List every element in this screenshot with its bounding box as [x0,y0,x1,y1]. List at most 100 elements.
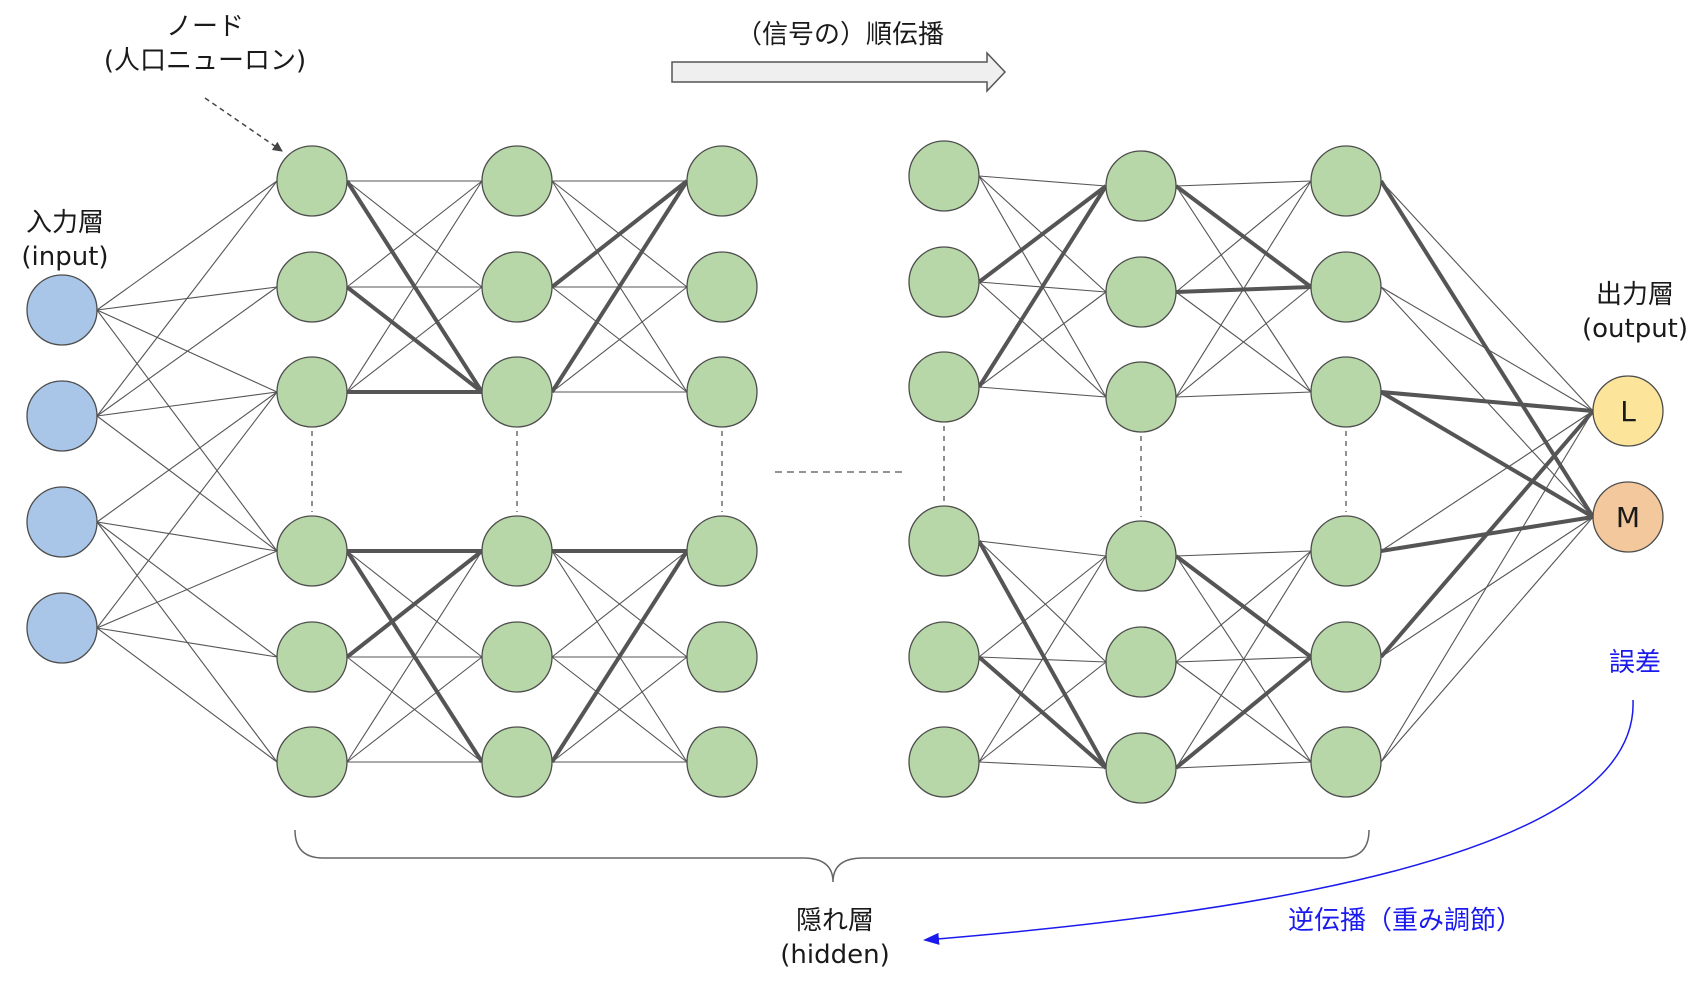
input-connection-line [96,180,278,417]
input-subtitle: (input) [21,242,109,272]
hidden-node [686,145,758,217]
strong-connection-line [1174,184,1313,289]
hidden-node [908,621,980,693]
node-label: ノード (人口ニューロン) [80,10,330,78]
connection-line [1380,516,1594,763]
hidden-node [686,621,758,693]
hidden-node [276,251,348,323]
hidden-node [481,356,553,428]
hidden-node [686,356,758,428]
output-node [1592,481,1664,553]
hidden-node [481,145,553,217]
connection-line [978,761,1107,769]
output-subtitle: (output) [1581,314,1689,344]
hidden-node [481,726,553,798]
hidden-node [1105,256,1177,328]
hidden-layers-brace [294,829,1370,883]
thin-connections [96,175,1594,769]
backprop-label: 逆伝播（重み調節） [1287,906,1522,936]
error-label: 誤差 [1608,648,1661,678]
strong-connection-line [1174,554,1313,659]
input-connection-line [96,286,278,417]
hidden-node [1105,150,1177,222]
connection-line [978,555,1107,658]
input-connection-line [96,309,278,552]
strong-connection-line [977,184,1108,389]
hidden-node [276,145,348,217]
input-connection-line [96,391,278,523]
strong-connection-line [345,179,484,394]
hidden-node [1105,361,1177,433]
connection-line [1380,180,1594,412]
strong-connection-line [550,179,689,394]
connection-line [978,175,1107,187]
hidden-node [686,515,758,587]
connection-line [551,550,688,658]
strong-connection-line [977,184,1108,284]
hidden-node [481,251,553,323]
hidden-node [908,505,980,577]
strong-connection-line [550,549,689,764]
connection-line [551,656,688,763]
strong-connection-line [977,540,1108,769]
strong-connection-line [345,549,484,659]
hidden-node [1310,251,1382,323]
backprop-arrow [923,699,1634,945]
input-connection-line [96,627,278,658]
connection-line [1380,410,1594,763]
strong-connection-line [1379,390,1595,519]
hidden-node [1105,626,1177,698]
forward-label: （信号の）順伝播 [735,20,944,50]
input-connection-line [96,180,278,311]
strong-connection-line [977,655,1108,770]
hidden-node [481,621,553,693]
hidden-node [908,140,980,212]
hidden-node [908,246,980,318]
output-node [1592,375,1664,447]
hidden-node [276,621,348,693]
input-layer-label: 入力層 (input) [10,206,120,274]
connection-line [978,540,1107,663]
hidden-title: 隠れ層 [795,906,874,936]
hidden-layer-label: 隠れ層 (hidden) [760,904,910,972]
input-connection-line [96,550,278,629]
hidden-subtitle: (hidden) [780,940,890,970]
nodes: LM [26,140,1664,804]
strong-connections [345,179,1595,770]
hidden-node [1310,145,1382,217]
input-node [26,592,98,664]
hidden-node [686,726,758,798]
connection-line [1175,286,1312,398]
connection-line [551,286,688,393]
connection-line [1175,550,1312,557]
input-connection-line [96,521,278,552]
hidden-node [908,726,980,798]
hidden-node [1310,621,1382,693]
connection-line [978,540,1107,557]
input-connection-line [96,415,278,552]
connection-line [1175,180,1312,187]
hidden-node [1310,726,1382,798]
strong-connection-line [1379,179,1595,519]
input-connection-line [96,627,278,763]
connection-line [1380,410,1594,552]
node-title: ノード [165,12,244,42]
connection-line [346,180,483,288]
connection-line [978,386,1107,398]
strong-connection-line [1175,285,1312,294]
input-node [26,380,98,452]
hidden-node [276,356,348,428]
node-pointer-arrow [204,97,283,152]
hidden-node [1105,520,1177,592]
strong-connection-line [1174,655,1313,770]
node-subtitle: (人口ニューロン) [103,46,307,76]
output-layer-label: 出力層 (output) [1575,278,1695,346]
hidden-node [1105,732,1177,804]
hidden-node [1310,356,1382,428]
output-title: 出力層 [1595,280,1674,310]
hidden-node [276,515,348,587]
output-node-label: L [1620,395,1636,428]
strong-connection-line [345,285,484,394]
